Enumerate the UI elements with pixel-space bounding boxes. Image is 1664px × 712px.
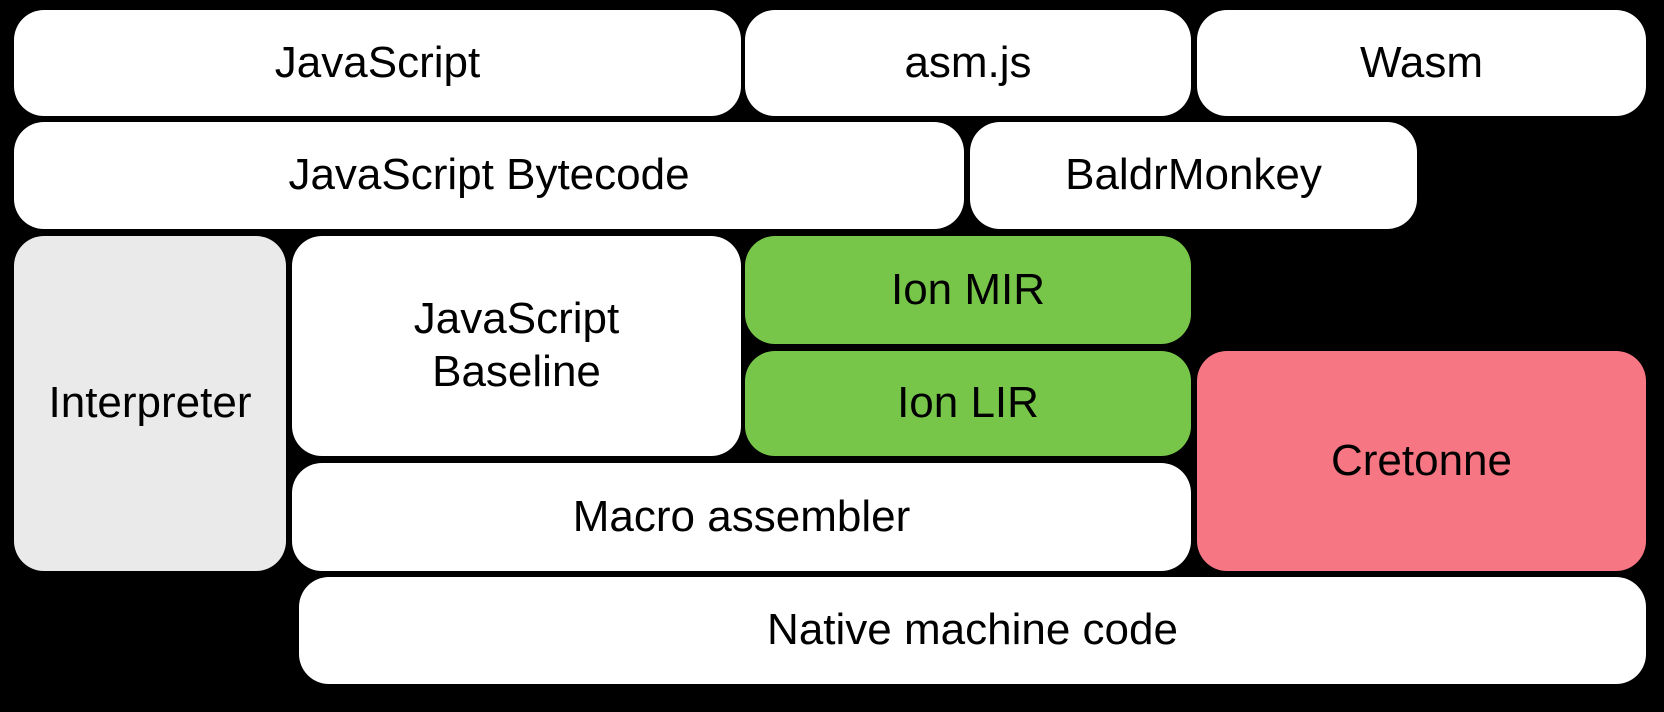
box-baldrmonkey-label: BaldrMonkey xyxy=(1065,150,1322,200)
box-javascript-baseline-line2: Baseline xyxy=(432,347,601,396)
box-cretonne: Cretonne xyxy=(1197,351,1646,571)
box-wasm-label: Wasm xyxy=(1359,37,1484,87)
box-native-machine-code: Native machine code xyxy=(299,577,1646,684)
box-javascript-baseline: JavaScript Baseline xyxy=(292,236,741,456)
box-native-machine-code-label: Native machine code xyxy=(767,605,1178,655)
box-baldrmonkey: BaldrMonkey xyxy=(970,122,1417,229)
box-macro-assembler-label: Macro assembler xyxy=(572,491,911,541)
box-ion-mir-label: Ion MIR xyxy=(890,264,1046,314)
box-interpreter-label: Interpreter xyxy=(48,378,252,428)
box-macro-assembler: Macro assembler xyxy=(292,463,1191,571)
box-javascript: JavaScript xyxy=(14,10,741,116)
box-ion-mir: Ion MIR xyxy=(745,236,1191,344)
box-interpreter: Interpreter xyxy=(14,236,286,571)
box-ion-lir: Ion LIR xyxy=(745,351,1191,456)
box-javascript-bytecode-label: JavaScript Bytecode xyxy=(288,150,690,200)
box-javascript-baseline-line1: JavaScript xyxy=(413,294,620,344)
box-asmjs-label: asm.js xyxy=(904,37,1032,87)
box-asmjs: asm.js xyxy=(745,10,1191,116)
box-wasm: Wasm xyxy=(1197,10,1646,116)
box-cretonne-label: Cretonne xyxy=(1330,435,1512,485)
box-javascript-bytecode: JavaScript Bytecode xyxy=(14,122,964,229)
box-ion-lir-label: Ion LIR xyxy=(897,378,1039,428)
box-javascript-label: JavaScript xyxy=(274,37,481,87)
